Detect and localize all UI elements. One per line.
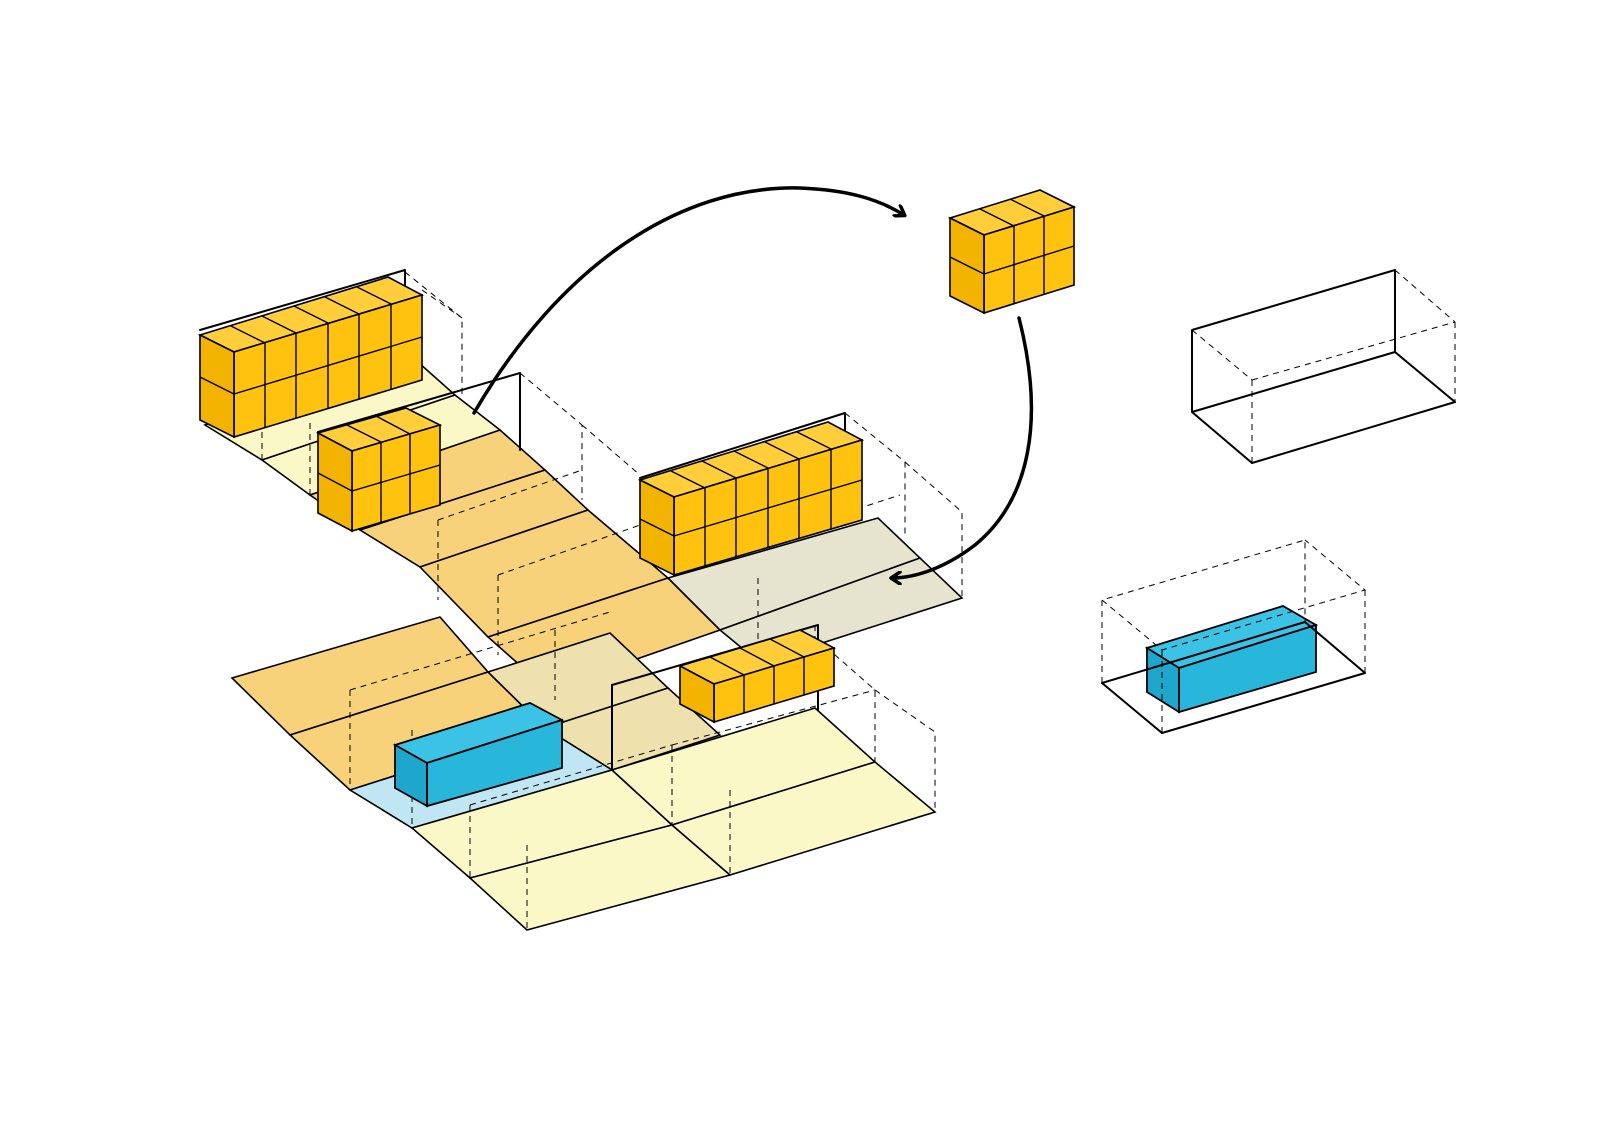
transfer-arrow-icon: [892, 316, 1034, 578]
floor-bay-lower-pale-4: [670, 761, 937, 876]
container-in-plan: [392, 702, 565, 808]
container-bay-module: [1101, 539, 1367, 734]
crate-stack-centre-right: [637, 421, 865, 577]
empty-bay-module: [1191, 269, 1456, 464]
crate-stack-upper-left: [197, 276, 425, 439]
crate-stack-lower: [677, 629, 837, 724]
transfer-arrows: [472, 186, 1034, 578]
empty-bay-outline-icon: [1191, 269, 1396, 413]
container-standalone: [1144, 605, 1319, 714]
transfer-arrow-icon: [472, 186, 904, 415]
crate-stack-centre-left: [315, 407, 443, 533]
bay-frames: [261, 271, 963, 930]
crate-stack-floating: [947, 189, 1077, 315]
